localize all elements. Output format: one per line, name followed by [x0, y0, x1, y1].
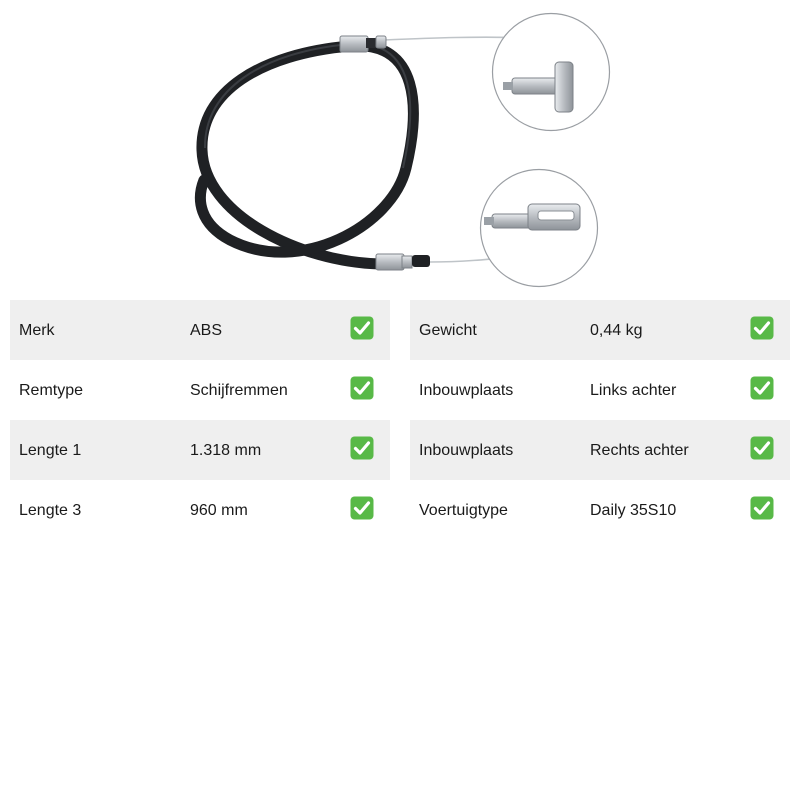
spec-label: Gewicht — [419, 322, 477, 339]
spec-row-merk: Merk ABS — [10, 300, 390, 360]
spec-label: Voertuigtype — [419, 502, 508, 519]
spec-value: ABS — [190, 322, 223, 339]
cable-end-bottom — [375, 253, 430, 271]
spec-value: Daily 35S10 — [590, 502, 677, 519]
check-icon — [750, 496, 774, 520]
spec-row-inbouwplaats-rechts: Inbouwplaats Rechts achter — [410, 420, 790, 480]
detail-inset-clevis-end — [479, 168, 599, 288]
spec-value: 1.318 mm — [190, 442, 262, 459]
spec-value: 960 mm — [190, 502, 248, 519]
spec-label: Inbouwplaats — [419, 382, 514, 399]
spec-value: Schijfremmen — [190, 382, 288, 399]
spec-row-lengte-3: Lengte 3 960 mm — [10, 480, 390, 540]
spec-table-right: Gewicht 0,44 kg Inbouwplaats Links achte… — [410, 300, 790, 540]
spec-label: Lengte 3 — [19, 502, 82, 519]
spec-value: 0,44 kg — [590, 322, 643, 339]
spec-row-inbouwplaats-links: Inbouwplaats Links achter — [410, 360, 790, 420]
spec-row-remtype: Remtype Schijfremmen — [10, 360, 390, 420]
product-image — [0, 0, 800, 296]
spec-label: Lengte 1 — [19, 442, 82, 459]
check-icon — [350, 496, 374, 520]
cable-end-top — [339, 35, 387, 53]
check-icon — [350, 316, 374, 340]
spec-row-lengte-1: Lengte 1 1.318 mm — [10, 420, 390, 480]
cable-sheath — [195, 40, 419, 270]
detail-inset-t-end — [491, 12, 611, 132]
check-icon — [350, 376, 374, 400]
spec-value: Rechts achter — [590, 442, 689, 459]
check-icon — [750, 376, 774, 400]
check-icon — [350, 436, 374, 460]
spec-row-voertuigtype: Voertuigtype Daily 35S10 — [410, 480, 790, 540]
spec-table-left: Merk ABS Remtype Schijfremmen Lengte 1 1… — [10, 300, 390, 540]
specifications: Merk ABS Remtype Schijfremmen Lengte 1 1… — [10, 300, 790, 540]
spec-label: Merk — [19, 322, 55, 339]
check-icon — [750, 436, 774, 460]
spec-value: Links achter — [590, 382, 677, 399]
spec-label: Inbouwplaats — [419, 442, 514, 459]
check-icon — [750, 316, 774, 340]
spec-label: Remtype — [19, 382, 84, 399]
spec-row-gewicht: Gewicht 0,44 kg — [410, 300, 790, 360]
